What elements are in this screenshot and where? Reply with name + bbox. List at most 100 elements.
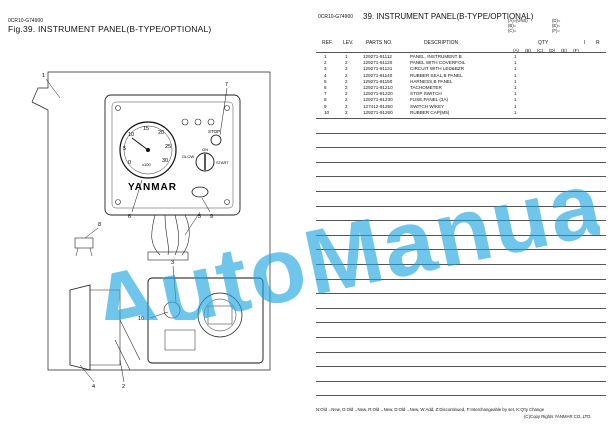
cell-lev: 2 — [345, 84, 348, 90]
qty-col-d: (D) — [548, 48, 556, 53]
callout-8: 8 — [98, 222, 101, 228]
legend-a: (A)=(UNS) — [508, 18, 528, 23]
cell-lev: 2 — [345, 72, 348, 78]
cell-parts: 129271-91120 — [363, 60, 393, 66]
diagram-border — [31, 71, 271, 371]
table-rule — [316, 205, 606, 207]
cell-lev: 2 — [345, 78, 348, 84]
callout-7: 7 — [225, 82, 228, 88]
qty-col-f: (F) — [573, 48, 579, 53]
cell-qty: 1 — [514, 78, 517, 84]
header-ref: REF. — [322, 40, 333, 46]
callout-1: 1 — [42, 73, 45, 79]
start-label: START — [216, 160, 229, 165]
stop-switch — [210, 134, 222, 146]
header-lev: LEV. — [343, 40, 354, 46]
table-rule — [316, 191, 606, 192]
table-rule — [316, 161, 606, 163]
table-rule — [316, 249, 606, 251]
table-rule — [316, 278, 606, 280]
header-qty: QTY — [538, 40, 549, 46]
left-page-title: Fig.39. INSTRUMENT PANEL(B-TYPE/OPTIONAL… — [8, 24, 212, 34]
rear-housing — [147, 277, 264, 364]
header-i: I — [584, 40, 586, 46]
dial-number-5: 5 — [123, 146, 126, 152]
cell-ref: 4 — [324, 72, 327, 78]
callout-5: 5 — [198, 214, 201, 220]
qty-col-a: (A) — [512, 48, 520, 53]
warning-lamp-2 — [194, 118, 202, 126]
table-rule — [316, 147, 606, 149]
rubber-cap — [191, 186, 209, 198]
stop-label: STOP — [208, 129, 220, 134]
instrument-panel-diagram: 0 5 10 15 20 25 30 x100 STOP GLOW ON STA… — [31, 71, 271, 390]
table-rule — [316, 366, 606, 368]
cell-lev: 2 — [345, 66, 348, 72]
qty-col-e: (E) — [560, 48, 568, 53]
cell-ref: 3 — [324, 66, 327, 72]
harness-wires — [151, 214, 190, 256]
cell-parts: 129271-91140 — [363, 72, 393, 78]
dial-number-20: 20 — [158, 130, 164, 136]
key-switch — [195, 152, 215, 172]
side-view-panel — [69, 284, 91, 371]
cell-qty: 1 — [514, 66, 517, 72]
qty-col-b: (B) — [524, 48, 532, 53]
cell-qty: 1 — [514, 72, 517, 78]
cell-parts: 129271-91260 — [363, 109, 393, 115]
legend-f: (F)= — [552, 28, 560, 33]
footer-change-codes: N:Old→New, O:Old→New, R:Old→New, D:Old→N… — [316, 407, 545, 412]
callout-3: 3 — [171, 260, 174, 266]
table-rule — [316, 234, 606, 236]
table-rule — [316, 380, 606, 382]
cell-parts: 129271-91210 — [363, 84, 393, 90]
dial-number-25: 25 — [165, 144, 171, 150]
cell-ref: 10 — [324, 109, 330, 115]
cell-ref: 9 — [324, 103, 327, 109]
cell-desc: HARNESS,B PANEL — [410, 78, 453, 84]
cell-desc: PANEL WITH COVERFOIL — [410, 60, 466, 66]
right-page-title: 39. INSTRUMENT PANEL(B-TYPE/OPTIONAL) — [363, 12, 534, 21]
cell-ref: 7 — [324, 91, 327, 97]
legend-d: (D)= — [552, 18, 561, 23]
table-rule — [316, 220, 606, 222]
callout-9: 9 — [210, 214, 213, 220]
callout-2: 2 — [122, 384, 125, 390]
dial-number-0: 0 — [128, 160, 131, 166]
cell-lev: 2 — [345, 60, 348, 66]
table-rule — [316, 351, 606, 353]
cell-qty: 1 — [514, 109, 517, 115]
qty-col-c: (C) — [536, 48, 544, 53]
cell-lev: 2 — [345, 91, 348, 97]
cell-desc: RUBBER CAP(M5) — [410, 109, 450, 115]
legend-e: (E)= — [552, 23, 561, 28]
cell-qty: 1 — [514, 84, 517, 90]
cell-ref: 8 — [324, 97, 327, 103]
cell-desc: PANEL, INSTRUMENT B — [410, 54, 462, 59]
cell-parts: 129271-91220 — [363, 91, 393, 97]
cell-parts: 127412-91250 — [363, 103, 393, 109]
cell-qty: 1 — [514, 103, 517, 109]
table-rule — [316, 293, 606, 295]
cell-desc: FUSE,PANEL (3A) — [410, 97, 449, 103]
table-rule — [316, 176, 606, 178]
cell-lev: 2 — [345, 103, 348, 109]
header-r: R — [596, 40, 600, 46]
table-rule — [316, 307, 606, 309]
table-rule — [316, 118, 606, 119]
callout-6: 6 — [128, 214, 131, 220]
cell-desc: SWITCH W/KEY — [410, 103, 445, 109]
circuit-board — [207, 305, 233, 325]
cell-parts: 129271-91112 — [363, 54, 392, 59]
cell-parts: 129271-91150 — [363, 78, 393, 84]
cell-desc: TACHOMETER — [410, 84, 442, 90]
